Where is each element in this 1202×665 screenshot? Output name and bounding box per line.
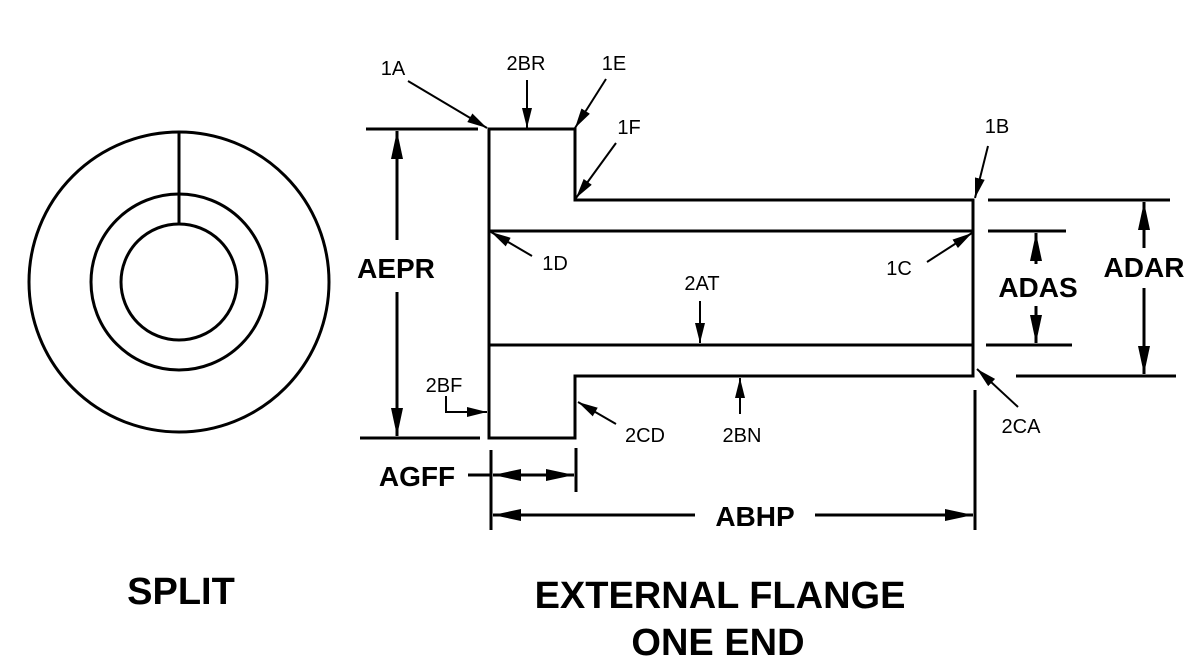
callout-1e: 1E [602, 53, 626, 75]
dimension-adas [986, 229, 1072, 347]
leader-1e [574, 78, 607, 129]
leader-1b [974, 145, 989, 199]
callout-2br: 2BR [507, 53, 546, 75]
leader-1f [575, 142, 617, 199]
callout-1f: 1F [617, 117, 640, 139]
callout-1d: 1D [542, 253, 568, 275]
callout-2cd: 2CD [625, 425, 665, 447]
label-agff: AGFF [379, 461, 455, 492]
callout-2at: 2AT [684, 273, 719, 295]
section-view [487, 127, 975, 440]
label-aepr: AEPR [357, 253, 435, 284]
label-abhp: ABHP [715, 501, 794, 532]
callout-2bn: 2BN [723, 425, 762, 447]
dimension-aepr [360, 127, 480, 440]
dimension-adar [988, 198, 1176, 378]
leader-2ca [976, 368, 1019, 408]
dimension-agff [468, 448, 578, 530]
split-caption: SPLIT [127, 571, 235, 613]
label-adas: ADAS [998, 272, 1077, 303]
label-adar: ADAR [1104, 252, 1185, 283]
upper-wall-section [487, 127, 975, 233]
callout-leaders [407, 78, 1019, 425]
dimension-abhp [493, 390, 977, 530]
flange-caption-line2: ONE END [631, 622, 804, 664]
leader-1a [407, 80, 488, 129]
flange-caption-line1: EXTERNAL FLANGE [535, 575, 906, 617]
callout-2bf: 2BF [426, 375, 463, 397]
callout-1c: 1C [886, 258, 912, 280]
leader-2bf [445, 396, 487, 417]
leader-2cd [577, 401, 617, 425]
callout-1a: 1A [381, 58, 406, 80]
callout-2ca: 2CA [1002, 416, 1042, 438]
bore-circle [119, 222, 239, 342]
split-end-view [27, 130, 331, 434]
leader-1c [926, 232, 973, 263]
callout-1b: 1B [985, 116, 1009, 138]
leader-1d [490, 231, 533, 257]
